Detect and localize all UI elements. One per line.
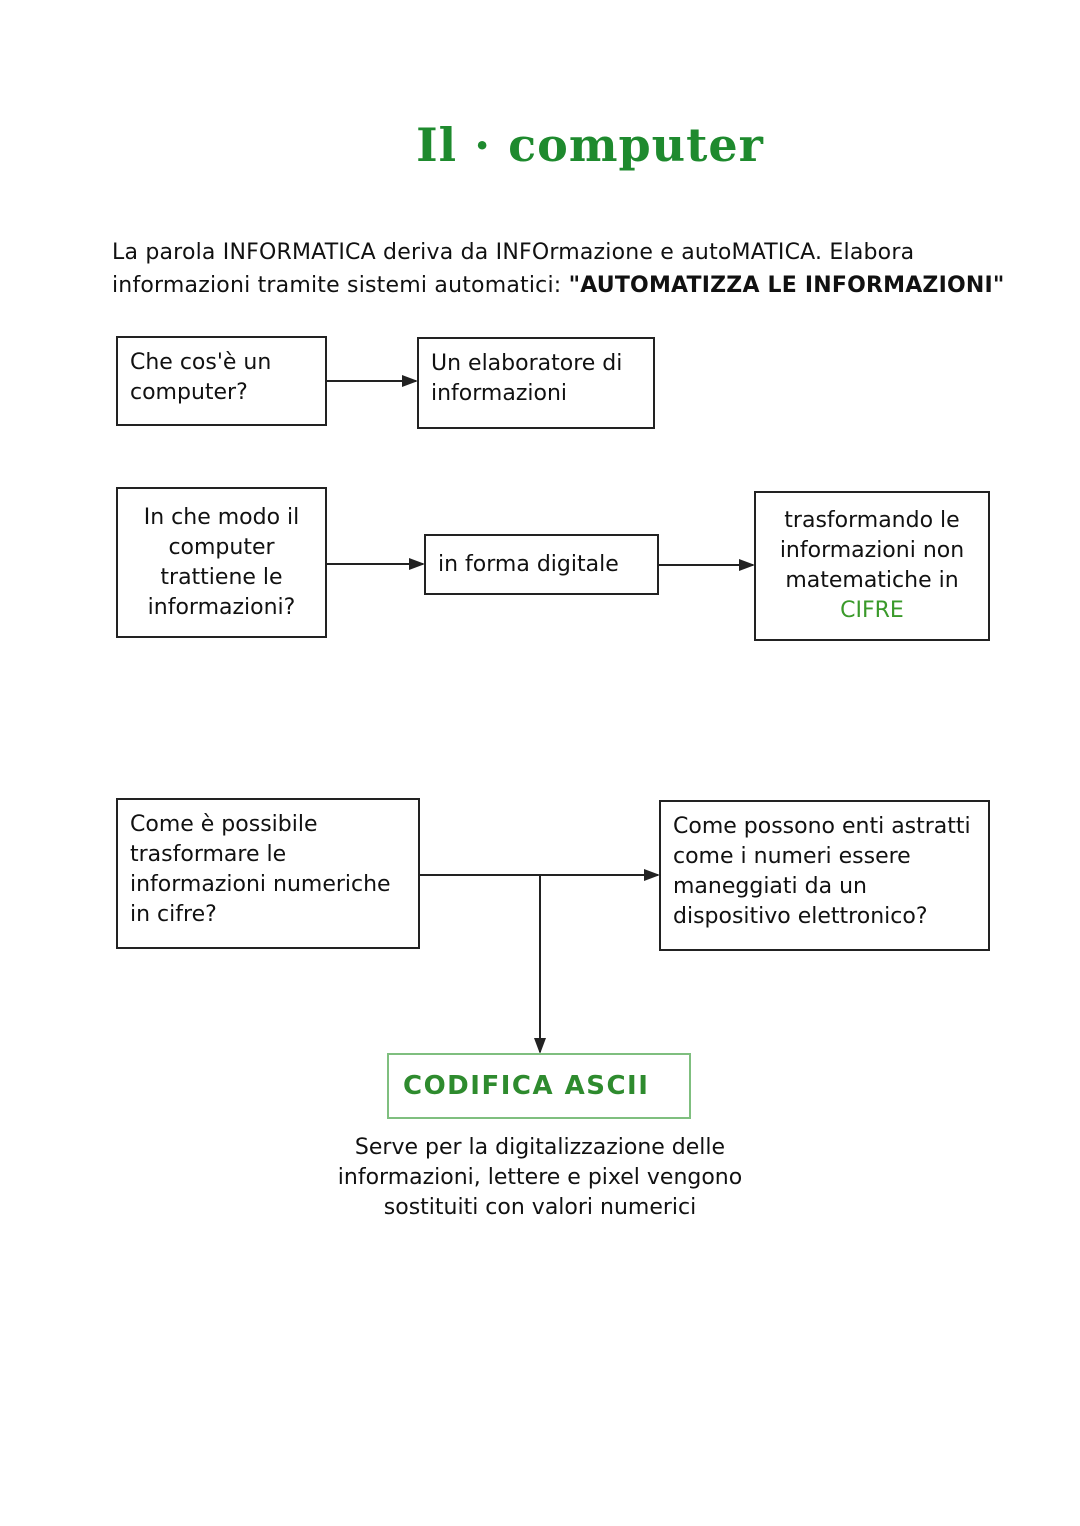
intro-paragraph: La parola INFORMATICA deriva da INFOrmaz… bbox=[112, 236, 1005, 302]
ascii-caption: Serve per la digitalizzazione delle info… bbox=[337, 1135, 743, 1220]
answer-box-3: trasformando le informazioni non matemat… bbox=[754, 491, 990, 641]
cifre-highlight: CIFRE bbox=[840, 598, 904, 623]
intro-emphasis: "AUTOMATIZZA LE INFORMAZIONI" bbox=[568, 273, 1005, 298]
intro-line-2-text: informazioni tramite sistemi automatici: bbox=[112, 273, 569, 298]
answer-box-3-text: trasformando le informazioni non matemat… bbox=[779, 508, 965, 593]
question-box-4: Come possono enti astratti come i numeri… bbox=[659, 800, 990, 951]
question-box-2: In che modo il computer trattiene le inf… bbox=[116, 487, 327, 638]
page-title: Il · computer bbox=[416, 118, 764, 172]
intro-line-1: La parola INFORMATICA deriva da INFOrmaz… bbox=[112, 240, 915, 265]
answer-box-2: in forma digitale bbox=[424, 534, 659, 595]
answer-box-1: Un elaboratore di informazioni bbox=[417, 337, 655, 429]
question-box-3: Come è possibile trasformare le informaz… bbox=[116, 798, 420, 949]
ascii-box: CODIFICA ASCII bbox=[387, 1053, 691, 1119]
question-box-1: Che cos'è un computer? bbox=[116, 336, 327, 426]
intro-line-2: informazioni tramite sistemi automatici:… bbox=[112, 269, 1005, 302]
